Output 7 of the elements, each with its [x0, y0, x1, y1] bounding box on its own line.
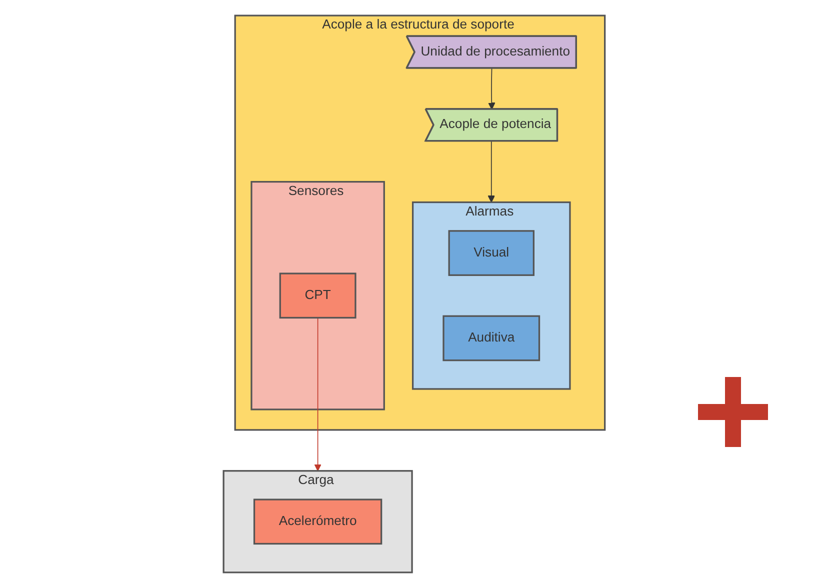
node-box: Auditiva [442, 314, 540, 361]
node-box: Acelerómetro [253, 498, 382, 544]
node-box: Visual [448, 230, 534, 276]
arrow [488, 67, 496, 110]
arrow [488, 140, 495, 202]
arrow [314, 316, 322, 471]
node-box: CPT [279, 272, 356, 318]
